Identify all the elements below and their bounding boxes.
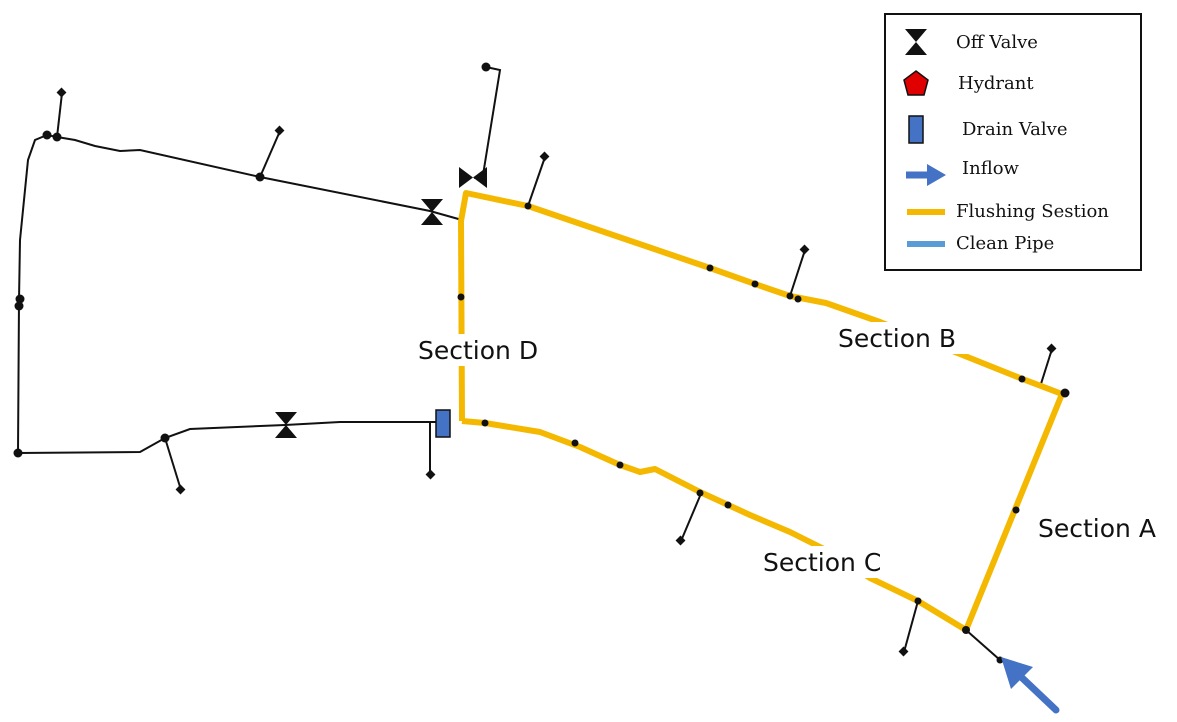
stub [259, 130, 281, 178]
inflow-pipe [965, 629, 1001, 661]
junction-node [706, 264, 714, 272]
stub-end-marker [675, 535, 686, 546]
off-valve-icon [459, 167, 487, 188]
junction-node [1060, 388, 1070, 398]
stub-end-marker [425, 469, 436, 480]
stub [164, 437, 182, 491]
junction-node [751, 280, 759, 288]
junction-node [13, 448, 23, 458]
legend-flushing-section-label: Flushing Sestion [956, 201, 1109, 222]
stub [527, 156, 546, 207]
flushing-section-loop [458, 190, 1065, 633]
junction-node [786, 292, 794, 300]
junction-node [1018, 375, 1026, 383]
legend-clean-pipe-label: Clean Pipe [956, 233, 1054, 254]
junction-node [457, 293, 465, 301]
stub [1039, 348, 1053, 388]
junction-node [962, 626, 970, 634]
junction-node [524, 202, 532, 210]
off-valve-icon [275, 412, 297, 438]
legend-drain-valve-icon [908, 115, 924, 144]
off-valve-icon [421, 199, 443, 225]
junction-node [15, 294, 25, 304]
stub-end-marker [56, 87, 67, 98]
junction-node [255, 172, 265, 182]
off-valves [275, 167, 487, 438]
legend-off-valve-icon [905, 29, 927, 55]
junction-node [794, 295, 802, 303]
junction-node [14, 301, 24, 311]
junction-node [1012, 506, 1020, 514]
junction-node [481, 419, 489, 427]
legend-inflow-label: Inflow [962, 158, 1020, 179]
stub-end-marker [799, 244, 810, 255]
inflow-arrow-icon [1001, 657, 1060, 714]
section-labels: Section D Section B Section A Section C [410, 322, 1168, 578]
legend-box [884, 13, 1142, 271]
stub [903, 600, 919, 653]
junction-node [160, 433, 170, 443]
stub-end-marker [1046, 343, 1057, 354]
junction-node [52, 132, 62, 142]
stub [56, 92, 63, 138]
stub-end-marker [898, 646, 909, 657]
section-d-label: Section D [418, 336, 538, 365]
pipe-network [17, 66, 1053, 661]
section-c-label: Section C [763, 548, 881, 577]
junction-node [481, 62, 491, 72]
junction-node [571, 439, 579, 447]
junction-node [696, 489, 704, 497]
section-a-label: Section A [1038, 514, 1156, 543]
stub-end-markers [56, 87, 1057, 657]
stub-end-marker [539, 151, 550, 162]
stub [789, 249, 806, 297]
drain-valve-icon [435, 409, 451, 438]
pipe-top-branch [473, 66, 502, 179]
junction-node [724, 501, 732, 509]
stub-end-marker [175, 484, 186, 495]
junction-node [914, 597, 922, 605]
legend-hydrant-icon [903, 70, 929, 96]
pipe-lower-main [17, 421, 442, 454]
legend-drain-valve-label: Drain Valve [962, 119, 1068, 140]
junction-nodes [13, 62, 1070, 664]
legend-off-valve-label: Off Valve [956, 32, 1038, 53]
legend-inflow-icon [906, 164, 946, 186]
stub [680, 495, 701, 542]
legend-hydrant-label: Hydrant [958, 73, 1034, 94]
junction-node [616, 461, 624, 469]
section-b-label: Section B [838, 324, 956, 353]
junction-node [42, 130, 52, 140]
legend: Off Valve Hydrant Drain Valve Inflow Flu… [884, 13, 1142, 271]
pipe-upper-main [17, 133, 463, 454]
stub-end-marker [274, 125, 285, 136]
